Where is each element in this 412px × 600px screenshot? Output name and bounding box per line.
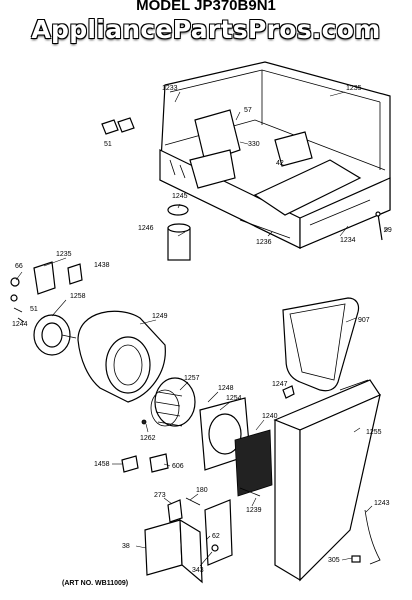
part-label: 1246 [138, 225, 154, 232]
blower-wheel [150, 377, 196, 427]
part-label: 1244 [12, 321, 28, 328]
spring-rod [364, 509, 381, 565]
part-label: 1438 [94, 262, 110, 269]
art-number: (ART NO. WB11009) [62, 580, 129, 587]
duct-part [273, 379, 381, 582]
watermark-text: AppliancePartsPros.com [31, 15, 381, 44]
part-label: 305 [328, 557, 340, 564]
part-label: 1234 [340, 237, 356, 244]
part-label: 606 [172, 463, 184, 470]
part-labels: 1233 1235 57 330 42 51 1245 1246 1236 12… [12, 85, 392, 574]
screw-part [10, 277, 25, 323]
part-label: 38 [122, 543, 130, 550]
part-label: 1257 [184, 375, 200, 382]
grille-part [234, 429, 273, 497]
part-label: 66 [15, 263, 23, 270]
part-label: 1247 [272, 381, 288, 388]
part-label: 57 [244, 107, 252, 114]
part-label: 907 [358, 317, 370, 324]
capacitor-part [167, 204, 191, 261]
part-label: 1239 [246, 507, 262, 514]
part-label: 273 [154, 492, 166, 499]
mounting-bracket [33, 261, 83, 295]
part-label: 62 [212, 533, 220, 540]
part-label: 1235 [346, 85, 362, 92]
part-label: 59 [384, 227, 392, 234]
part-label: 1255 [366, 429, 382, 436]
model-title: MODEL JP370B9N1 [136, 0, 276, 14]
part-label: 51 [30, 306, 38, 313]
part-label: 1249 [152, 313, 168, 320]
bracket-part [101, 117, 135, 135]
part-label: 51 [104, 141, 112, 148]
part-label: 1254 [226, 395, 242, 402]
part-label: 180 [196, 487, 208, 494]
part-label: 1245 [172, 193, 188, 200]
part-label: 1236 [256, 239, 272, 246]
part-label: 1258 [70, 293, 86, 300]
part-label: 42 [276, 160, 284, 167]
clip-part [282, 385, 295, 399]
small-screw [141, 419, 147, 425]
part-label: 1248 [218, 385, 234, 392]
part-label: 330 [248, 141, 260, 148]
motor-part [33, 314, 77, 356]
part-label: 1235 [56, 251, 72, 258]
part-label: 1458 [94, 461, 110, 468]
gasket-part [282, 297, 360, 392]
chassis-frame [159, 61, 391, 249]
switch-parts [121, 453, 169, 473]
part-label: 1240 [262, 413, 278, 420]
nut-part [351, 555, 361, 563]
part-label: 1233 [162, 85, 178, 92]
control-box [144, 497, 233, 584]
blower-housing [77, 310, 166, 403]
leader-lines [15, 91, 389, 567]
part-label: 343 [192, 567, 204, 574]
part-label: 1243 [374, 500, 390, 507]
wire-part [239, 487, 261, 497]
part-label: 1262 [140, 435, 156, 442]
rod-part [375, 211, 383, 241]
